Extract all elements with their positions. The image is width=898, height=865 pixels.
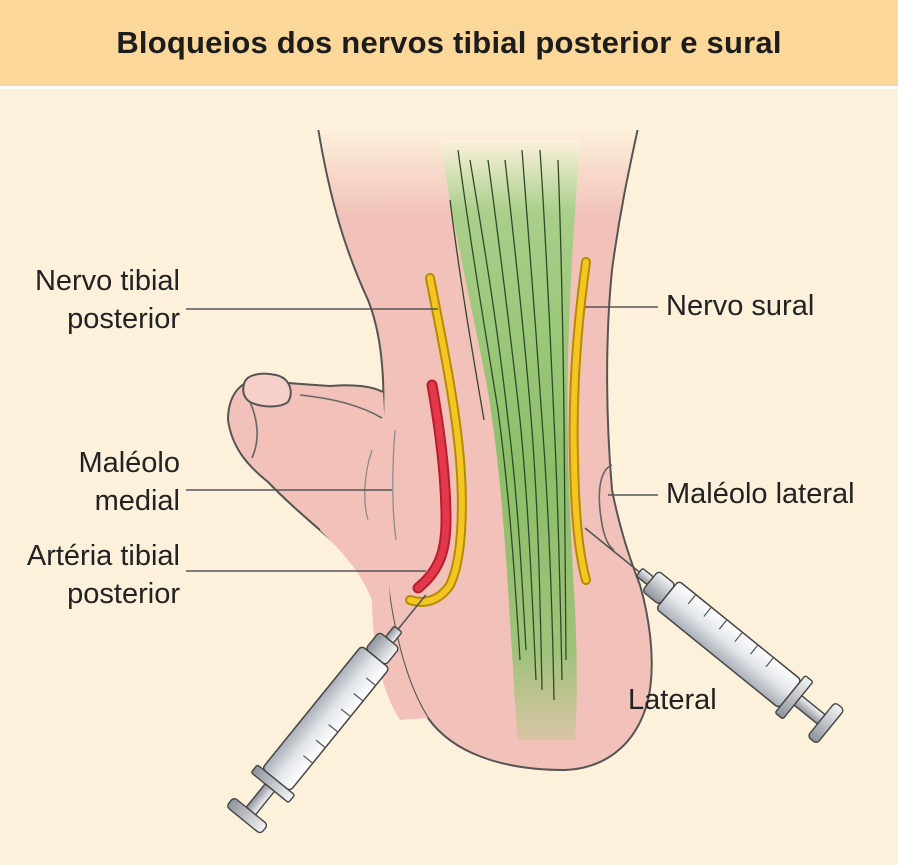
header-divider [0,86,898,89]
leader-lines [186,306,658,572]
label-tibial-artery-line1: Artéria tibial [26,540,180,572]
label-medial-malleolus-line1: Maléolo [78,447,180,479]
label-tibial-artery: Artéria tibial posterior [27,537,180,613]
syringe-lateral [584,527,844,744]
label-medial-malleolus: Maléolo medial [78,444,180,520]
label-tibial-artery-line2: posterior [67,578,180,610]
syringe-medial [227,594,427,834]
label-medial-malleolus-line2: medial [94,485,180,517]
figure-title: Bloqueios dos nervos tibial posterior e … [116,25,782,60]
label-tibial-nerve-line1: Nervo tibial [34,265,180,297]
lateral-malleolus-bump [598,464,615,551]
label-lateral: Lateral [628,684,717,716]
label-lateral-malleolus: Maléolo lateral [666,478,855,510]
big-toe [242,372,292,408]
title-banner: Bloqueios dos nervos tibial posterior e … [0,0,898,86]
label-sural-nerve: Nervo sural [666,290,815,322]
label-tibial-nerve: Nervo tibial posterior [35,262,180,338]
label-tibial-nerve-line2: posterior [67,303,180,335]
tendon-fibers [449,149,567,701]
